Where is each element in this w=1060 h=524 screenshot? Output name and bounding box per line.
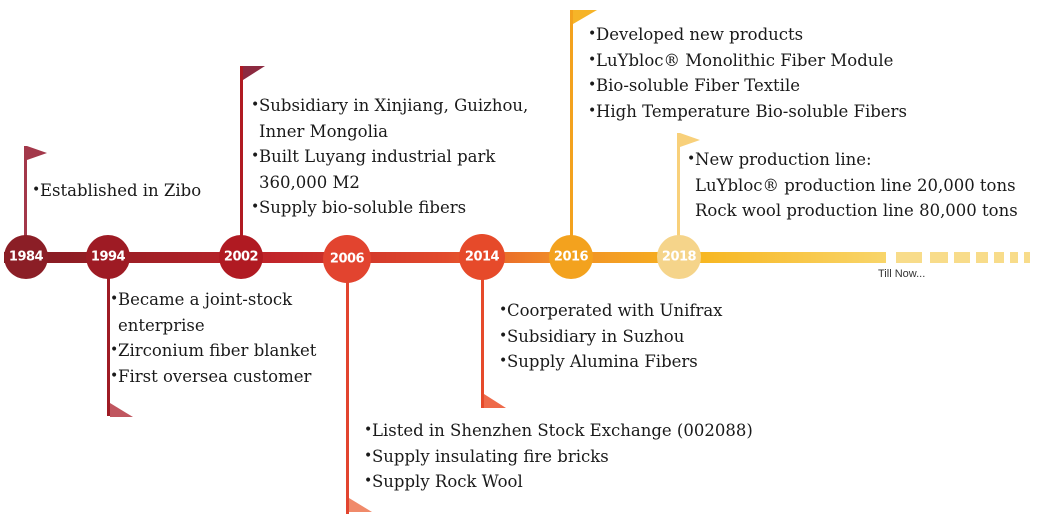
year-node [219,235,263,279]
flag-icon [243,66,265,80]
note-item: Listed in Shenzhen Stock Exchange (00208… [364,418,753,444]
year-label: 2014 [465,250,500,265]
flag-icon [680,133,700,147]
note-item: Bio-soluble Fiber Textile [588,73,907,99]
note-item-continued: 360,000 M2 [259,172,360,192]
note-item-continued: LuYbloc® production line 20,000 tons [695,175,1016,195]
year-node [86,235,130,279]
milestone-2002: 2002 [219,66,265,279]
note-item: Supply insulating fire bricks [364,444,753,470]
note-item: High Temperature Bio-soluble Fibers [588,99,907,125]
year-node [4,235,48,279]
year-label: 2006 [330,252,365,267]
milestone-2016: 2016 [549,10,597,279]
milestone-2018: 2018 [657,133,701,279]
flag-pole [107,262,110,416]
flag-icon [27,146,47,160]
year-label: 2002 [224,250,258,265]
till-now-label: Till Now... [878,268,926,280]
note-item: Built Luyang industrial park [251,144,528,170]
note-item: First oversea customer [110,364,316,390]
notes-1984: Established in Zibo [32,178,201,204]
flag-pole [240,66,243,252]
note-item: Subsidiary in Suzhou [499,324,722,350]
flag-pole [481,262,484,408]
milestone-1984: 1984 [4,146,48,279]
note-item: New production line: [687,147,1018,173]
timeline-continuation [896,252,1030,263]
flag-icon [484,394,506,408]
note-item: Supply Rock Wool [364,469,753,495]
timeline-axis [4,252,886,263]
year-label: 2018 [662,250,697,265]
note-item: Supply bio-soluble fibers [251,195,528,221]
notes-2002: Subsidiary in Xinjiang, Guizhou, Inner M… [251,93,528,221]
year-label: 1984 [9,250,44,265]
notes-2014: Coorperated with Unifrax Subsidiary in S… [499,298,722,375]
year-node [459,234,505,280]
note-item: Developed new products [588,22,907,48]
year-label: 1994 [91,250,126,265]
milestone-1994: 1994 [86,235,133,417]
flag-icon [349,498,372,512]
note-item-continued: Inner Mongolia [259,121,389,141]
year-node [323,235,371,283]
year-node [657,235,701,279]
flag-pole [24,146,27,252]
note-item: Became a joint-stock [110,287,316,313]
note-item: Supply Alumina Fibers [499,349,722,375]
notes-2018: New production line: LuYbloc® production… [687,147,1018,224]
notes-2016: Developed new products LuYbloc® Monolith… [588,22,907,124]
notes-1994: Became a joint-stock enterprise Zirconiu… [110,287,316,389]
note-item: Zirconium fiber blanket [110,338,316,364]
flag-pole [346,262,349,514]
note-item: LuYbloc® Monolithic Fiber Module [588,48,907,74]
flag-pole [677,133,680,252]
year-node [549,235,593,279]
note-item-continued: enterprise [118,315,205,335]
flag-pole [570,10,573,252]
flag-icon [573,10,597,24]
note-item-continued: Rock wool production line 80,000 tons [695,201,1018,220]
note-item: Subsidiary in Xinjiang, Guizhou, [251,93,528,119]
milestone-2014: 2014 [459,234,506,408]
note-item: Established in Zibo [32,178,201,204]
year-label: 2016 [554,250,589,265]
notes-2006: Listed in Shenzhen Stock Exchange (00208… [364,418,753,495]
flag-icon [110,403,133,417]
note-item: Coorperated with Unifrax [499,298,722,324]
milestone-2006: 2006 [323,235,372,514]
